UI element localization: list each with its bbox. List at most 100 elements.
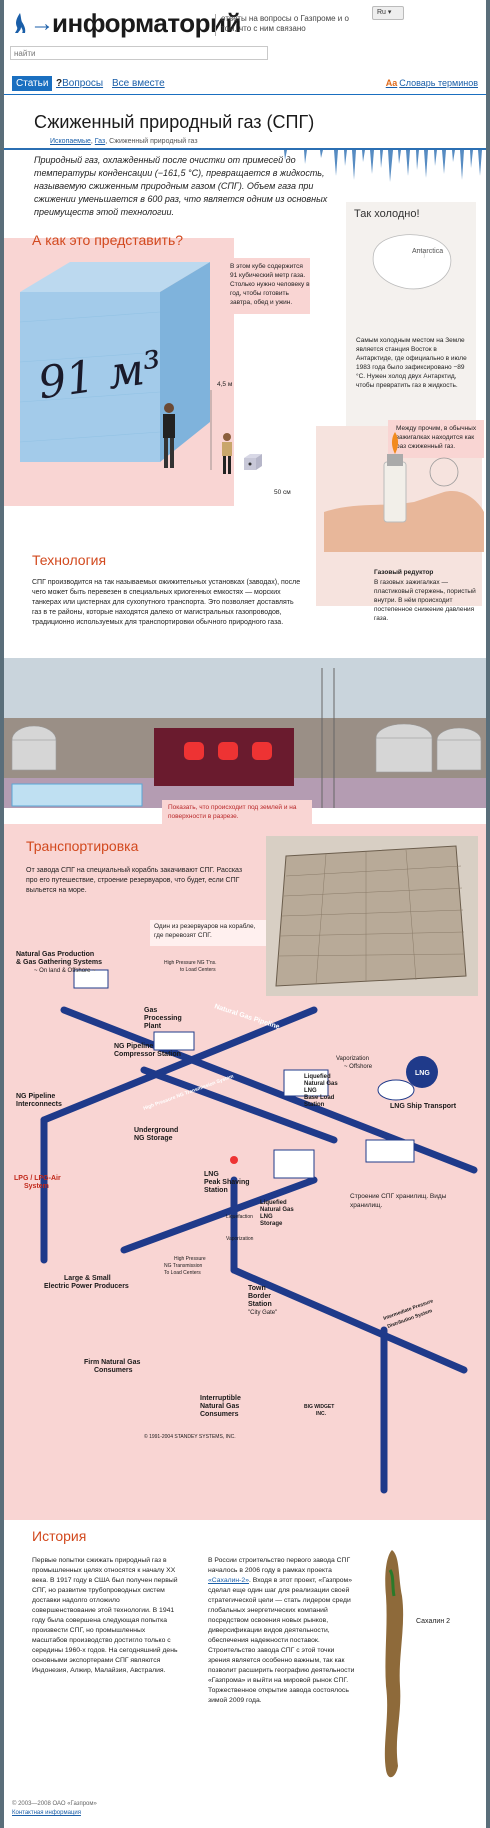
diagram-label: "City Gate"	[248, 1310, 277, 1316]
nav-divider	[4, 94, 486, 95]
diagram-label: & Gas Gathering Systems	[16, 959, 102, 966]
sakhalin-label: Сахалин 2	[416, 1618, 451, 1625]
diagram-label: NG Storage	[134, 1135, 173, 1142]
diagram-label: Plant	[144, 1023, 162, 1030]
logo-separator	[215, 14, 216, 36]
diagram-label: Compressor Station	[114, 1051, 181, 1058]
diagram-label: Natural Gas	[260, 1207, 294, 1213]
small-cube-icon	[244, 454, 262, 470]
tab-all[interactable]: Все вместе	[112, 78, 165, 89]
diagram-label: Station	[204, 1187, 228, 1194]
intro-text: Природный газ, охлажденный после очистки…	[34, 155, 328, 217]
diagram-label: Interconnects	[16, 1101, 62, 1108]
diagram-label: NG Pipeline	[16, 1093, 55, 1100]
sakhalin-link[interactable]: «Сахалин-2»	[208, 1577, 249, 1584]
search-input[interactable]	[10, 46, 268, 60]
cube-note: В этом кубе содержится 91 кубический мет…	[230, 263, 310, 306]
diagram-label: LNG	[260, 1214, 273, 1220]
diagram-label: ~ On land & Offshore ~	[34, 968, 96, 974]
diagram-label: High Pressure	[174, 1256, 206, 1262]
icicles-decoration	[4, 148, 486, 182]
copyright: © 2003—2008 ОАО «Газпром»	[12, 1801, 97, 1807]
language-select[interactable]: Ru ▾	[372, 6, 404, 20]
diagram-label: NG Pipeline	[114, 1043, 153, 1050]
height-label: 4,5 м	[217, 381, 233, 388]
site-logo[interactable]: информаторий	[52, 8, 242, 38]
lighter-note-bg	[388, 420, 484, 458]
diagram-label: LNG Ship Transport	[390, 1103, 457, 1110]
diagram-label: Consumers	[200, 1411, 239, 1418]
diagram-label: Border	[248, 1293, 271, 1300]
gas-cube-illustration	[19, 262, 210, 462]
tab-questions-label: Вопросы	[62, 78, 104, 89]
tank-note: Один из резервуаров на корабле, где пере…	[154, 923, 256, 939]
breadcrumb: Ископаемые, Газ, Сжиженный природный газ	[50, 138, 198, 145]
diagram-label: Processing	[144, 1015, 182, 1022]
diagram-label: Natural Gas	[200, 1403, 239, 1410]
tab-questions[interactable]: ?Вопросы	[56, 76, 103, 91]
diagram-label: Town	[248, 1285, 266, 1292]
language-value: Ru	[377, 9, 386, 16]
diagram-label: Electric Power Producers	[44, 1283, 129, 1290]
reducer-title: Газовый редуктор	[374, 569, 434, 576]
tank-note-bg	[150, 920, 266, 946]
breadcrumb-fossils[interactable]: Ископаемые	[50, 138, 91, 145]
diagram-label: Vaporization	[336, 1056, 369, 1062]
diagram-label: To Load Centers	[164, 1270, 201, 1276]
measure-line	[210, 390, 212, 470]
diagram-label: Interruptible	[200, 1395, 241, 1402]
diagram-label: Vaporization	[226, 1236, 254, 1242]
lng-plant-photo	[4, 658, 486, 808]
diagram-label: LPG / LPG-Air	[14, 1175, 61, 1182]
diagram-label: to Load Centers	[180, 967, 216, 973]
diagram-label: Base Load	[304, 1095, 335, 1101]
cold-heading: Так холодно!	[354, 208, 420, 220]
diagram-label: Consumers	[94, 1367, 133, 1374]
diagram-label: LNG	[304, 1088, 317, 1094]
diagram-label: Underground	[134, 1127, 178, 1134]
technology-heading: Технология	[32, 552, 107, 568]
technology-text: СПГ производится на так называемых ожижи…	[32, 579, 301, 626]
site-header: → информаторий ответы на вопросы о Газпр…	[4, 0, 486, 80]
diagram-label: INC.	[316, 1411, 327, 1417]
logo-arrow-icon: →	[30, 10, 54, 37]
gas-system-diagram: Natural Gas Production & Gas Gathering S…	[14, 951, 478, 1494]
diagram-label: LNG	[415, 1070, 430, 1077]
transport-text: От завода СПГ на специальный корабль зак…	[26, 867, 243, 894]
diagram-label: LNG	[204, 1171, 219, 1178]
diagram-label: BIG WIDGET	[304, 1404, 334, 1410]
site-tagline: ответы на вопросы о Газпроме и о том, чт…	[221, 14, 349, 33]
page-title: Сжиженный природный газ (СПГ)	[34, 112, 315, 132]
lighter-note: Между прочим, в обычных зажигалках наход…	[396, 425, 477, 450]
diagram-label: Station	[304, 1102, 325, 1108]
question-icon: ?	[56, 78, 63, 89]
history-heading: История	[32, 1528, 87, 1544]
tab-articles[interactable]: Статьи	[12, 76, 53, 91]
person-icon	[163, 403, 175, 468]
diagram-label: © 1991-2004 STANDEY SYSTEMS, INC.	[144, 1433, 236, 1440]
diagram-label: Peak Shaving	[204, 1179, 250, 1186]
glossary-label: Словарь терминов	[399, 78, 478, 88]
diagram-label: High Pressure NG Transmission System	[143, 1073, 235, 1112]
diagram-label: Liquefied	[260, 1200, 287, 1206]
diagram-label: Station	[248, 1301, 272, 1308]
lng-tank-photo	[266, 836, 478, 996]
diagram-label: Gas	[144, 1007, 157, 1014]
reducer-text: В газовых зажигалках — пластиковый стерж…	[374, 579, 476, 622]
storage-note: Строение СПГ хранилищ. Виды хранилищ.	[350, 1193, 447, 1209]
sakhalin-map	[384, 1550, 404, 1778]
lighter-hand-photo	[324, 432, 484, 552]
history-col2-post: . Входя в этот проект, «Газпром» сделал …	[208, 1577, 355, 1704]
diagram-label: Firm Natural Gas	[84, 1359, 141, 1366]
history-col2-pre: В России строительство первого завода СП…	[208, 1557, 351, 1574]
underground-note: Показать, что происходит под землей и на…	[168, 804, 297, 820]
breadcrumb-gas[interactable]: Газ	[94, 138, 106, 145]
contact-link[interactable]: Контактная информация	[12, 1810, 81, 1816]
history-col2: В России строительство первого завода СП…	[208, 1556, 358, 1706]
history-col1: Первые попытки сжижать природный газ в п…	[32, 1557, 178, 1674]
small-size-label: 50 см	[274, 489, 291, 496]
imagine-heading: А как это представить?	[32, 232, 184, 248]
diagram-label: Large & Small	[64, 1275, 111, 1282]
chevron-down-icon: ▾	[387, 9, 392, 16]
